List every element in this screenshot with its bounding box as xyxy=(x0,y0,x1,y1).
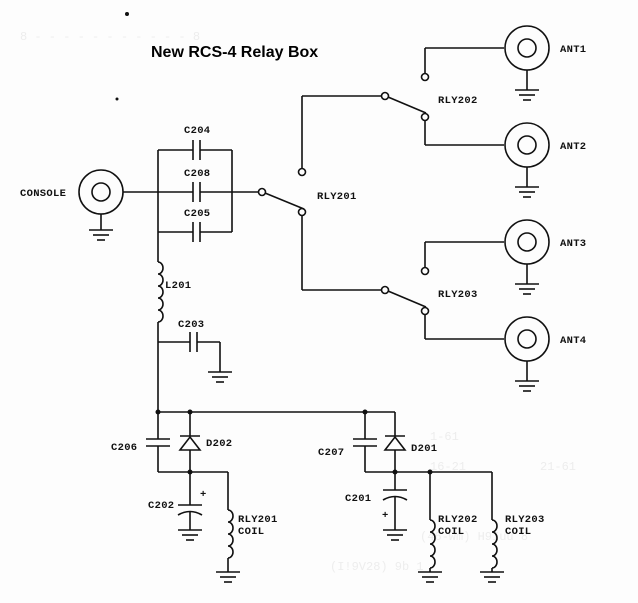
console-label: CONSOLE xyxy=(20,188,66,200)
diode-d202 xyxy=(178,412,202,472)
d201-label: D201 xyxy=(411,443,437,455)
c204-label: C204 xyxy=(184,125,210,137)
c202-label: C202 xyxy=(148,500,174,512)
rly201-label: RLY201 xyxy=(317,191,357,203)
ant3-label: ANT3 xyxy=(560,238,586,250)
rly201-coil-label-1: RLY201 xyxy=(238,514,278,526)
svg-text:1-61: 1-61 xyxy=(430,430,459,444)
capacitor-c201 xyxy=(382,472,408,541)
ant2-label: ANT2 xyxy=(560,141,586,153)
speck xyxy=(125,12,129,16)
capacitor-c203 xyxy=(158,332,232,383)
c208-label: C208 xyxy=(184,168,210,180)
diode-d201 xyxy=(383,412,407,472)
rly203-coil-label-2: COIL xyxy=(505,526,531,538)
c205-label: C205 xyxy=(184,208,210,220)
svg-text:16-21: 16-21 xyxy=(430,460,466,474)
speck xyxy=(115,97,119,101)
inductor-l201 xyxy=(157,232,164,412)
c201-plus: + xyxy=(382,510,389,522)
svg-text:(46-wm) H9Iuu 8: (46-wm) H9Iuu 8 xyxy=(420,530,528,544)
rly203-coil-label-1: RLY203 xyxy=(505,514,545,526)
ant2-connector xyxy=(504,122,550,198)
c207-label: C207 xyxy=(318,447,344,459)
ant1-connector xyxy=(504,25,550,101)
c206-label: C206 xyxy=(111,442,137,454)
relay-rly203 xyxy=(380,241,504,340)
background-ghost-text: 1-61 16-21 21-61 (46-wm) H9Iuu 8 (I!9V28… xyxy=(20,30,576,574)
relay-rly201 xyxy=(257,95,382,291)
ant3-connector xyxy=(504,219,550,295)
rly203-coil xyxy=(480,472,504,583)
ant4-connector xyxy=(504,316,550,392)
svg-text:8 - - - - - - - - - - - 8: 8 - - - - - - - - - - - 8 xyxy=(20,30,200,44)
relay-rly202 xyxy=(380,47,504,146)
svg-text:(I!9V28) 9b 1: (I!9V28) 9b 1 xyxy=(330,560,424,574)
console-connector xyxy=(78,169,124,241)
rly203-label: RLY203 xyxy=(438,289,478,301)
l201-label: L201 xyxy=(165,280,191,292)
rly202-coil xyxy=(418,472,442,583)
svg-text:21-61: 21-61 xyxy=(540,460,576,474)
c201-label: C201 xyxy=(345,493,371,505)
capacitor-c206 xyxy=(146,412,228,475)
c203-label: C203 xyxy=(178,319,204,331)
rly202-coil-label-2: COIL xyxy=(438,526,464,538)
c202-plus: + xyxy=(200,489,207,501)
capacitor-bank xyxy=(157,140,258,242)
capacitor-c207 xyxy=(353,412,492,475)
capacitor-c202 xyxy=(177,472,203,541)
ant1-label: ANT1 xyxy=(560,44,586,56)
rly201-coil-label-2: COIL xyxy=(238,526,264,538)
rly201-coil xyxy=(216,472,240,583)
d202-label: D202 xyxy=(206,438,232,450)
rly202-label: RLY202 xyxy=(438,95,478,107)
ant4-label: ANT4 xyxy=(560,335,586,347)
dc-bus xyxy=(155,409,395,415)
diagram-title: New RCS-4 Relay Box xyxy=(151,44,318,61)
rly202-coil-label-1: RLY202 xyxy=(438,514,478,526)
